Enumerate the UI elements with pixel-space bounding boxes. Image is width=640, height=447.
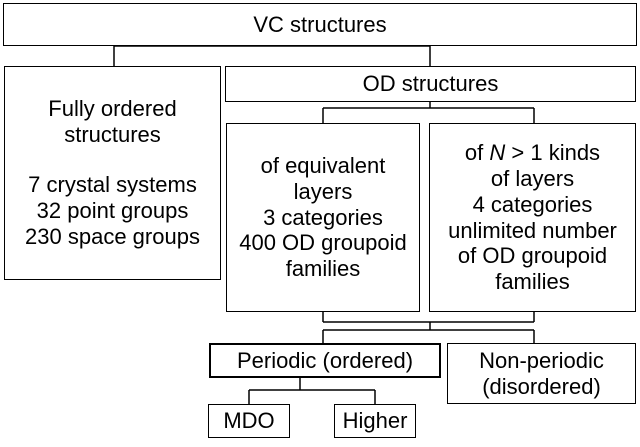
non-periodic-line1: Non-periodic: [479, 347, 604, 373]
n-kinds-line-6: families: [495, 269, 570, 295]
mdo-box: MDO: [208, 404, 290, 438]
fully-ordered-box: Fully ordered structures 7 crystal syste…: [4, 66, 221, 280]
n-kinds-layers-box: of N > 1 kinds of layers 4 categories un…: [429, 123, 636, 312]
n-kinds-line-1: of N > 1 kinds: [465, 140, 600, 166]
point-groups-count: 32 point groups: [36, 197, 189, 223]
periodic-box: Periodic (ordered): [209, 343, 441, 378]
od-structures-box: OD structures: [225, 66, 636, 102]
equivalent-line-3: 3 categories: [263, 204, 383, 230]
fully-ordered-title-line2: structures: [64, 122, 161, 148]
space-groups-count: 230 space groups: [25, 223, 200, 249]
n-kinds-prefix: of: [464, 139, 490, 165]
periodic-label: Periodic (ordered): [236, 347, 414, 373]
equivalent-line-5: families: [285, 256, 361, 282]
higher-box: Higher: [334, 404, 416, 438]
mdo-label: MDO: [223, 408, 275, 434]
n-kinds-line-5: of OD groupoid: [457, 243, 608, 269]
crystal-systems-count: 7 crystal systems: [28, 172, 197, 198]
od-structures-label: OD structures: [362, 71, 499, 97]
higher-label: Higher: [342, 408, 408, 434]
equivalent-line-1: of equivalent: [260, 152, 386, 178]
equivalent-layers-box: of equivalent layers 3 categories 400 OD…: [226, 123, 420, 312]
non-periodic-box: Non-periodic (disordered): [447, 343, 636, 404]
n-kinds-line-4: unlimited number: [448, 217, 617, 243]
n-kinds-line-3: 4 categories: [472, 191, 593, 217]
n-kinds-line-2: of layers: [490, 165, 575, 191]
fully-ordered-title-line1: Fully ordered: [48, 96, 177, 122]
n-kinds-suffix: > 1 kinds: [505, 139, 601, 165]
equivalent-line-4: 400 OD groupoid: [239, 230, 407, 256]
vc-structures-box: VC structures: [3, 3, 637, 46]
non-periodic-line2: (disordered): [482, 373, 601, 399]
equivalent-line-2: layers: [293, 178, 353, 204]
vc-structures-label: VC structures: [253, 11, 387, 37]
n-variable: N: [489, 139, 506, 165]
